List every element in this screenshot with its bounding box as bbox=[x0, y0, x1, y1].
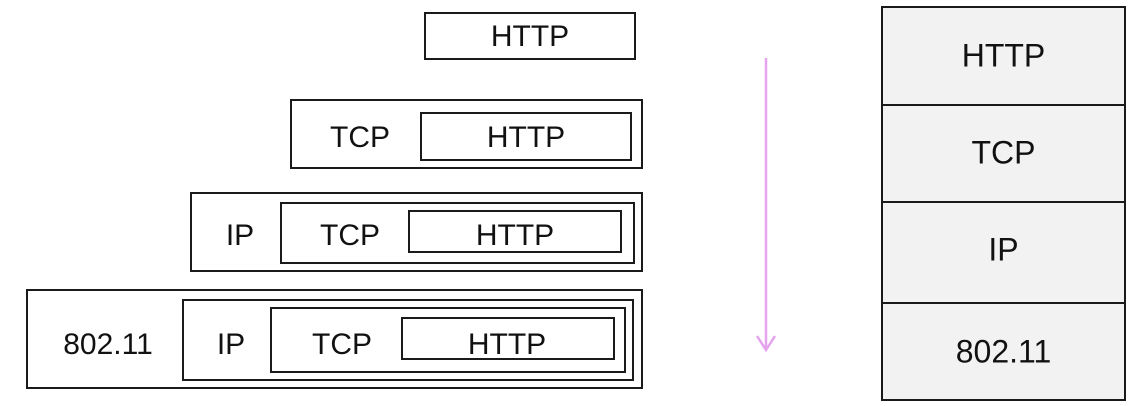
stack-label-ip: IP bbox=[988, 231, 1019, 268]
row2-http-box bbox=[420, 112, 632, 161]
row3-ip-label: IP bbox=[225, 219, 255, 252]
row1-http-label: HTTP bbox=[490, 20, 570, 53]
stack-layer-http: HTTP bbox=[883, 8, 1124, 104]
row2-tcp-label: TCP bbox=[330, 121, 390, 154]
stack-layer-80211: 802.11 bbox=[883, 302, 1124, 399]
row4-tcp-label: TCP bbox=[312, 328, 372, 361]
stack-layer-tcp: TCP bbox=[883, 104, 1124, 200]
row4-80211-label: 802.11 bbox=[63, 328, 153, 361]
protocol-stack: HTTP TCP IP 802.11 bbox=[881, 6, 1126, 401]
row4-http-box bbox=[401, 317, 615, 360]
stack-label-80211: 802.11 bbox=[955, 333, 1052, 369]
row4-ip-label: IP bbox=[216, 328, 246, 361]
down-arrow-icon bbox=[755, 58, 777, 353]
stack-layer-ip: IP bbox=[883, 201, 1124, 297]
row3-tcp-label: TCP bbox=[320, 219, 380, 252]
row3-http-box bbox=[408, 210, 622, 253]
row1-http-box bbox=[424, 12, 636, 60]
row4-http-label: HTTP bbox=[467, 328, 547, 361]
stack-label-http: HTTP bbox=[961, 37, 1046, 74]
row2-http-label: HTTP bbox=[486, 121, 566, 154]
row3-http-label: HTTP bbox=[475, 219, 555, 252]
stack-label-tcp: TCP bbox=[971, 134, 1036, 171]
